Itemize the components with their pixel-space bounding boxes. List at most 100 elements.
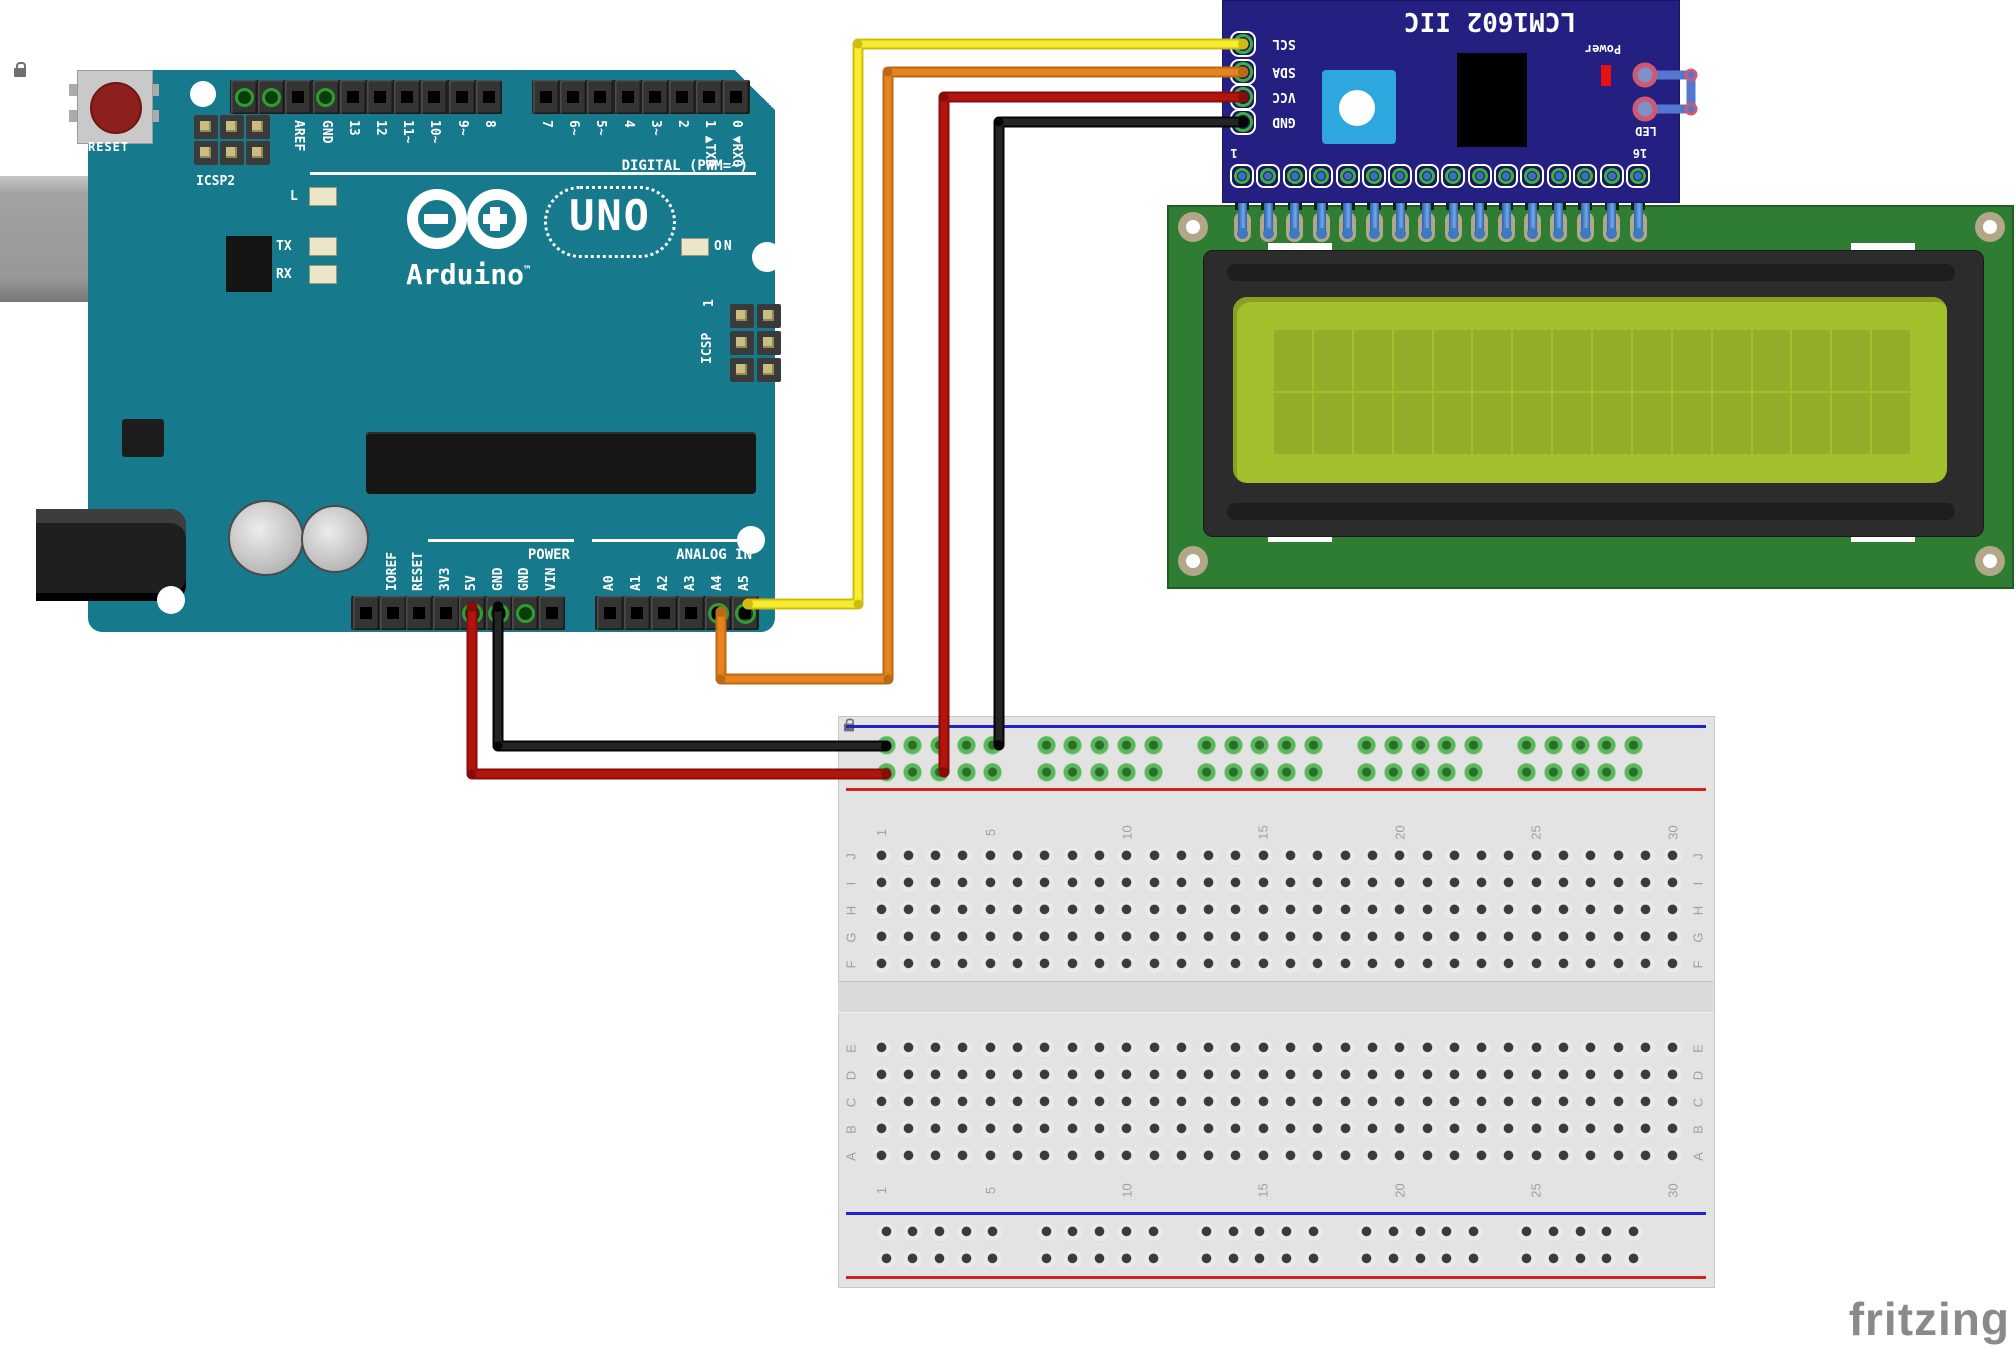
rail-hole[interactable] [1437,735,1457,755]
grid-hole-A22[interactable] [1444,1146,1464,1166]
icsp-pin[interactable] [757,304,781,328]
grid-hole-I23[interactable] [1472,873,1492,893]
wire-bendpoint[interactable] [743,599,753,609]
rail-hole[interactable] [1303,762,1323,782]
rail-hole[interactable] [1597,762,1617,782]
rail-hole[interactable] [1570,1222,1590,1242]
pin-socket-AREF[interactable] [285,80,312,114]
grid-hole-I21[interactable] [1417,873,1437,893]
rail-hole[interactable] [1463,1222,1483,1242]
grid-hole-C25[interactable] [1526,1092,1546,1112]
rail-hole[interactable] [1437,1249,1457,1269]
grid-hole-E18[interactable] [1335,1038,1355,1058]
pin-socket-7[interactable] [533,80,559,114]
rail-hole[interactable] [1116,735,1136,755]
grid-hole-B7[interactable] [1035,1119,1055,1139]
grid-hole-H15[interactable] [1253,900,1273,920]
rail-hole[interactable] [1223,1222,1243,1242]
grid-hole-G16[interactable] [1281,927,1300,947]
grid-hole-E3[interactable] [926,1038,946,1058]
grid-hole-I3[interactable] [926,873,946,893]
grid-hole-I9[interactable] [1089,873,1109,893]
rail-hole[interactable] [1624,735,1644,755]
grid-hole-I14[interactable] [1226,873,1246,893]
rail-hole[interactable] [929,1222,949,1242]
grid-hole-A11[interactable] [1144,1146,1164,1166]
grid-hole-F19[interactable] [1362,954,1382,974]
pin-socket-8[interactable] [475,80,502,114]
rail-hole[interactable] [1517,735,1537,755]
grid-hole-F16[interactable] [1281,954,1300,974]
grid-hole-J5[interactable] [980,846,1000,866]
grid-hole-H27[interactable] [1581,900,1601,920]
grid-hole-F24[interactable] [1499,954,1519,974]
grid-hole-B29[interactable] [1635,1119,1655,1139]
rail-hole[interactable] [956,1222,976,1242]
grid-hole-E10[interactable] [1117,1038,1137,1058]
grid-hole-J9[interactable] [1089,846,1109,866]
grid-hole-G4[interactable] [953,927,973,947]
grid-hole-G23[interactable] [1472,927,1492,947]
grid-hole-D11[interactable] [1144,1065,1164,1085]
grid-hole-G17[interactable] [1308,927,1328,947]
rail-hole[interactable] [1090,735,1110,755]
grid-hole-E2[interactable] [898,1038,918,1058]
grid-hole-G27[interactable] [1581,927,1601,947]
grid-hole-J22[interactable] [1444,846,1464,866]
pin-socket-4[interactable] [614,80,641,114]
rail-hole[interactable] [876,1222,896,1242]
grid-hole-C2[interactable] [898,1092,918,1112]
grid-hole-C20[interactable] [1390,1092,1410,1112]
grid-hole-B23[interactable] [1472,1119,1492,1139]
grid-hole-H18[interactable] [1335,900,1355,920]
rail-hole[interactable] [956,1249,976,1269]
rail-hole[interactable] [1437,762,1457,782]
rail-hole[interactable] [1597,1222,1617,1242]
grid-hole-C11[interactable] [1144,1092,1164,1112]
grid-hole-F21[interactable] [1417,954,1437,974]
grid-hole-E5[interactable] [980,1038,1000,1058]
wire-gnd2[interactable] [492,601,892,752]
grid-hole-G14[interactable] [1226,927,1246,947]
rail-hole[interactable] [1116,1222,1136,1242]
grid-hole-I29[interactable] [1635,873,1655,893]
grid-hole-F15[interactable] [1253,954,1273,974]
rail-hole[interactable] [1036,735,1056,755]
grid-hole-D13[interactable] [1199,1065,1219,1085]
rail-hole[interactable] [1357,762,1377,782]
grid-hole-F26[interactable] [1554,954,1573,974]
reset-button[interactable] [90,82,142,134]
grid-hole-B24[interactable] [1499,1119,1519,1139]
grid-hole-J16[interactable] [1281,846,1300,866]
rail-hole[interactable] [1383,735,1403,755]
grid-hole-B4[interactable] [953,1119,973,1139]
pin-socket-10~[interactable] [421,80,448,114]
grid-hole-F8[interactable] [1062,954,1082,974]
grid-hole-B11[interactable] [1144,1119,1164,1139]
rail-hole[interactable] [1544,1222,1563,1242]
rail-hole[interactable] [1250,1222,1270,1242]
pin-socket-A3[interactable] [678,596,704,630]
grid-hole-A20[interactable] [1390,1146,1410,1166]
grid-hole-G22[interactable] [1444,927,1464,947]
grid-hole-B19[interactable] [1362,1119,1382,1139]
icsp-pin[interactable] [246,141,270,165]
grid-hole-C10[interactable] [1117,1092,1137,1112]
grid-hole-D28[interactable] [1608,1065,1628,1085]
wire-sda[interactable] [715,66,1249,685]
grid-hole-C9[interactable] [1089,1092,1109,1112]
icsp-pin[interactable] [194,141,218,165]
grid-hole-D20[interactable] [1390,1065,1410,1085]
grid-hole-J26[interactable] [1554,846,1573,866]
grid-hole-J6[interactable] [1008,846,1027,866]
rail-hole[interactable] [1570,762,1590,782]
grid-hole-G9[interactable] [1089,927,1109,947]
grid-hole-J24[interactable] [1499,846,1519,866]
grid-hole-A21[interactable] [1417,1146,1437,1166]
rail-hole[interactable] [1463,735,1483,755]
grid-hole-B15[interactable] [1253,1119,1273,1139]
grid-hole-A8[interactable] [1062,1146,1082,1166]
grid-hole-H24[interactable] [1499,900,1519,920]
grid-hole-A10[interactable] [1117,1146,1137,1166]
grid-hole-I16[interactable] [1281,873,1300,893]
